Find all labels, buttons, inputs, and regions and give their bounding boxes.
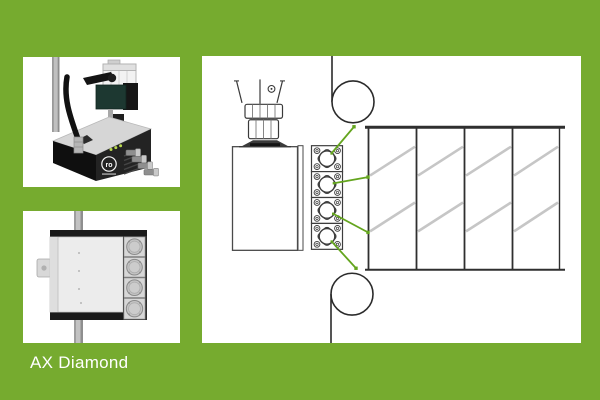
- spray-application-diagram: [231, 56, 565, 343]
- spray-line: [333, 176, 369, 185]
- device-box: [49, 230, 147, 320]
- brand-sub-text: [102, 173, 116, 175]
- bottom-roller: [330, 272, 374, 343]
- nozzle-module: [310, 170, 344, 199]
- pump-lever: [83, 72, 117, 85]
- connector-unit: [123, 298, 146, 320]
- product-photo-angled-view: ro: [51, 57, 159, 181]
- spray-markers: [330, 125, 370, 270]
- panel-lines: [365, 125, 565, 271]
- spray-line: [332, 212, 369, 234]
- status-leds: [109, 144, 123, 151]
- connector-unit: [123, 277, 146, 298]
- product-photo-card-bottom: [23, 211, 180, 343]
- spray-lines: [330, 126, 369, 269]
- nozzle-module: [310, 145, 344, 173]
- nozzle-module: [310, 196, 344, 225]
- product-photo-side-view: [36, 211, 147, 343]
- outlet-fittings: [125, 148, 159, 177]
- mounting-pole: [52, 57, 60, 132]
- hose-fitting-drawing: [234, 79, 291, 148]
- application-diagram-card: [202, 56, 581, 343]
- product-photo-card-top: ro: [23, 57, 180, 187]
- supply-cable: [63, 74, 84, 154]
- pole-clamp: [36, 258, 52, 278]
- spray-line: [331, 240, 357, 269]
- connector-bank: [123, 236, 147, 320]
- brand-logo-text: ro: [106, 162, 113, 169]
- pump-body: [95, 83, 138, 110]
- connector-unit: [123, 257, 146, 278]
- hatch-lines: [369, 145, 559, 233]
- product-name-label: AX Diamond: [30, 353, 129, 372]
- spray-line: [330, 126, 355, 154]
- face-screws: [78, 252, 82, 304]
- nozzle-module: [310, 222, 344, 250]
- top-roller: [331, 56, 375, 124]
- nozzle-modules: [310, 145, 344, 250]
- manifold-block: [231, 145, 304, 251]
- brand-logo: ro: [101, 156, 117, 175]
- connector-unit: [123, 236, 146, 257]
